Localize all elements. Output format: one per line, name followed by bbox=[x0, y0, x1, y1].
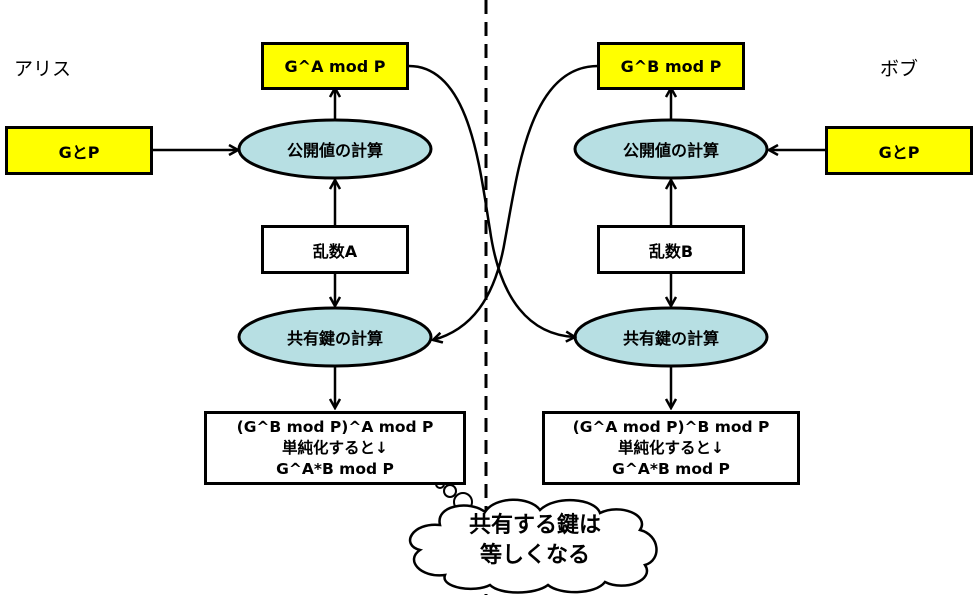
thought-dot-medium bbox=[443, 484, 457, 498]
bob-input-text: GとP bbox=[878, 142, 920, 162]
alice-result-line: (G^B mod P)^A mod P bbox=[236, 417, 434, 436]
bob-shared-calc: 共有鍵の計算 bbox=[575, 308, 767, 366]
bob-shared-calc-text: 共有鍵の計算 bbox=[622, 329, 719, 348]
alice-random-text: 乱数A bbox=[312, 241, 358, 261]
alice-public-value-box: G^A mod P bbox=[261, 42, 409, 90]
bob-public-value-text: G^B mod P bbox=[620, 56, 722, 76]
bob-input-box: GとP bbox=[825, 126, 973, 175]
alice-result-line: G^A*B mod P bbox=[276, 459, 394, 478]
bob-random-text: 乱数B bbox=[648, 241, 694, 261]
bob-result-box: (G^A mod P)^B mod P 単純化すると↓ G^A*B mod P bbox=[542, 411, 800, 485]
bob-public-value-box: G^B mod P bbox=[597, 42, 745, 90]
alice-shared-calc-text: 共有鍵の計算 bbox=[286, 329, 383, 348]
callout-cloud bbox=[408, 498, 658, 594]
alice-result-line: 単純化すると↓ bbox=[282, 438, 388, 457]
alice-to-bob-curve bbox=[408, 64, 575, 337]
alice-input-text: GとP bbox=[58, 142, 100, 162]
alice-public-calc: 公開値の計算 bbox=[239, 120, 431, 178]
bob-result-line: 単純化すると↓ bbox=[618, 438, 724, 457]
callout-line: 等しくなる bbox=[479, 543, 590, 568]
callout-text: 共有する鍵は 等しくなる bbox=[420, 508, 650, 574]
bob-label: ボブ bbox=[880, 58, 919, 80]
bob-random-box: 乱数B bbox=[597, 225, 745, 274]
alice-input-box: GとP bbox=[5, 126, 153, 175]
bob-public-calc: 公開値の計算 bbox=[575, 120, 767, 178]
bob-result-line: (G^A mod P)^B mod P bbox=[572, 417, 770, 436]
bob-public-calc-text: 公開値の計算 bbox=[622, 141, 719, 160]
bob-result-line: G^A*B mod P bbox=[612, 459, 730, 478]
alice-random-box: 乱数A bbox=[261, 225, 409, 274]
callout-line: 共有する鍵は bbox=[468, 513, 601, 538]
alice-result-box: (G^B mod P)^A mod P 単純化すると↓ G^A*B mod P bbox=[204, 411, 466, 485]
bob-to-alice-curve bbox=[433, 64, 599, 340]
alice-label: アリス bbox=[14, 58, 72, 80]
alice-public-calc-text: 公開値の計算 bbox=[286, 141, 383, 160]
alice-public-value-text: G^A mod P bbox=[284, 56, 386, 76]
alice-shared-calc: 共有鍵の計算 bbox=[239, 308, 431, 366]
